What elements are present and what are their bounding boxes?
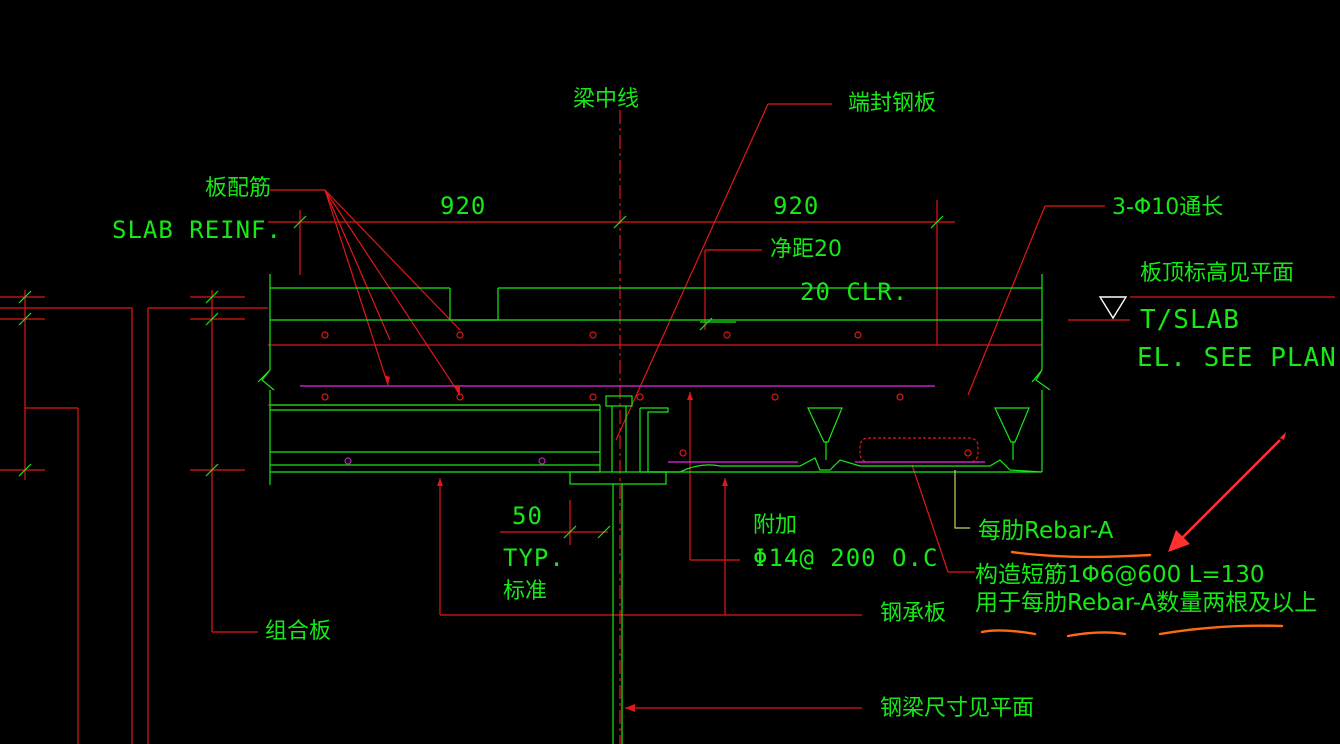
rebar-a-label: 每肋Rebar-A xyxy=(978,518,1114,544)
typ-cn-label: 标准 xyxy=(503,579,547,604)
beam-size-label: 钢梁尺寸见平面 xyxy=(880,696,1034,721)
dim-50-label: 50 xyxy=(512,502,543,530)
rebar-lines xyxy=(300,385,985,463)
additional-cn-label: 附加 xyxy=(753,513,797,538)
elevation-marker-icon xyxy=(1098,296,1128,320)
beam-centerline-label: 梁中线 xyxy=(573,87,639,112)
typ-en-label: TYP. xyxy=(503,544,565,572)
dim-right-label: 920 xyxy=(773,192,819,220)
slab-top-en-label: T/SLAB xyxy=(1140,305,1240,335)
steel-deck-label: 钢承板 xyxy=(880,601,946,626)
slab-reinf-cn-label: 板配筋 xyxy=(205,176,271,201)
slab-top-en2-label: EL. SEE PLAN xyxy=(1137,343,1337,373)
hand-annotation xyxy=(980,550,1284,638)
long-bars-label: 3-Φ10通长 xyxy=(1112,195,1223,220)
slab-reinf-en-label: SLAB REINF. xyxy=(112,216,282,244)
arrowheads xyxy=(384,375,728,712)
short-bar-line1-label: 构造短筋1Φ6@600 L=130 xyxy=(975,562,1265,588)
short-bar-line2-label: 用于每肋Rebar-A数量两根及以上 xyxy=(975,590,1317,616)
end-plate-label: 端封钢板 xyxy=(848,91,936,116)
dim-left-label: 920 xyxy=(440,192,486,220)
annotation-arrow-icon xyxy=(1168,432,1286,552)
clear-en-label: 20 CLR. xyxy=(800,278,908,306)
slab-section xyxy=(257,274,1051,744)
slab-top-cn-label: 板顶标高见平面 xyxy=(1140,261,1294,286)
clear-cn-label: 净距20 xyxy=(770,237,842,262)
composite-slab-label: 组合板 xyxy=(265,619,331,644)
additional-bar-label: Φ14@ 200 O.C xyxy=(753,544,938,572)
